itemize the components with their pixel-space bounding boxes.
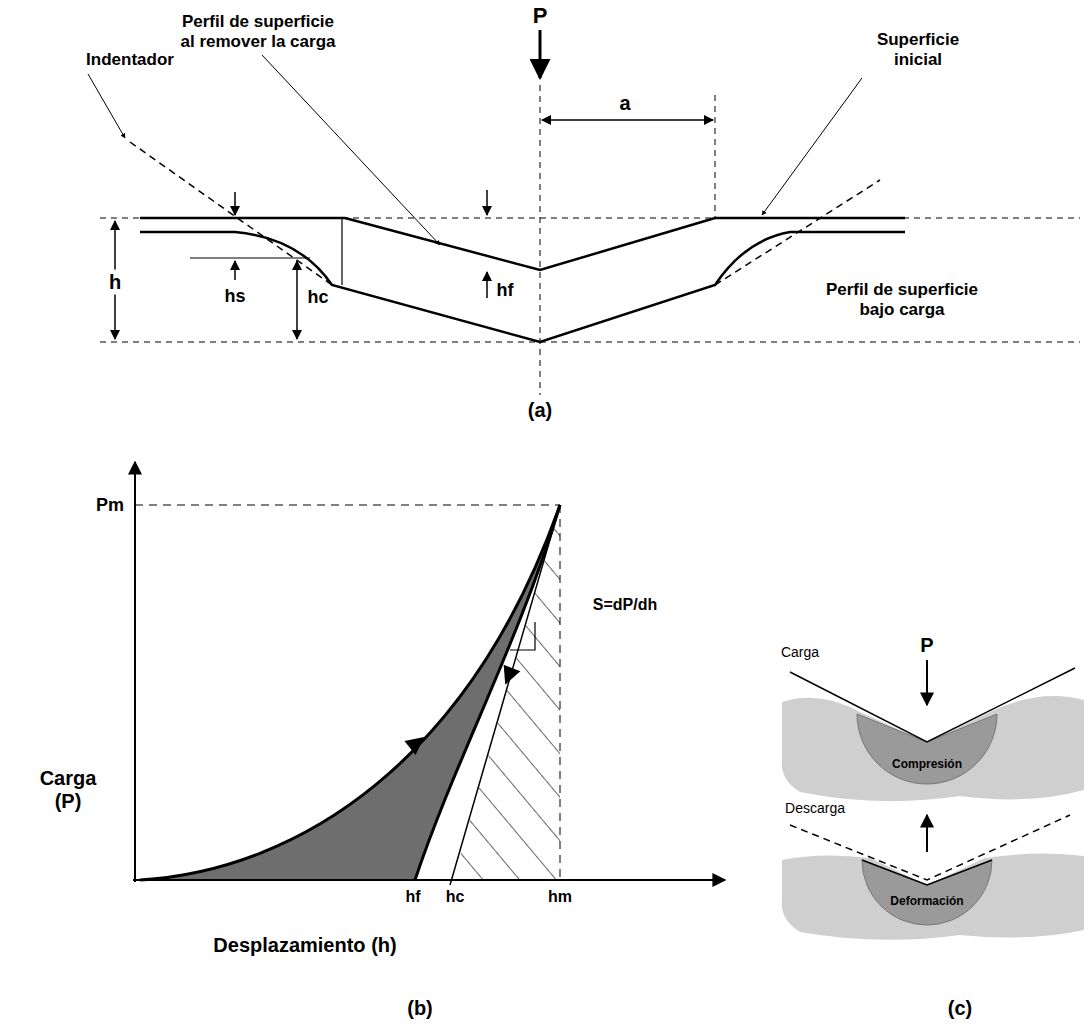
- dimension-arrow: [486, 190, 488, 215]
- label: Deformación: [890, 895, 963, 909]
- label: hf: [405, 888, 420, 906]
- dimension-arrow: [234, 192, 236, 215]
- leader-line: [262, 55, 440, 245]
- indenter-outline: [715, 180, 880, 285]
- label: (b): [407, 997, 433, 1020]
- loading-curve: [140, 505, 560, 880]
- residual-profile: [862, 860, 992, 885]
- contact-line: [341, 218, 342, 285]
- x-axis: [133, 879, 725, 881]
- label: (c): [948, 997, 972, 1020]
- label: hm: [548, 888, 572, 906]
- dimension-arrow: [542, 119, 713, 121]
- residual-profile: [345, 218, 715, 270]
- y-axis: [134, 462, 136, 882]
- tangent-line: [450, 505, 560, 885]
- reference-line: [100, 218, 1080, 219]
- label: Pm: [96, 495, 124, 516]
- label: Superficie inicial: [868, 30, 968, 69]
- panel-c: [782, 660, 1084, 940]
- dimension-arrow: [234, 261, 236, 280]
- reference-line: [560, 505, 561, 880]
- hysteresis-area: [140, 505, 560, 880]
- label: Perfil de superficie al remover la carga: [177, 12, 339, 51]
- label: a: [619, 92, 630, 115]
- axis-line: [540, 85, 541, 395]
- slope-mark: [510, 622, 535, 650]
- label: P: [920, 634, 933, 657]
- label: h: [107, 270, 123, 295]
- unloading-curve: [415, 505, 560, 880]
- label: hc: [446, 888, 465, 906]
- panel-b: [133, 462, 725, 885]
- direction-arrow: [497, 665, 520, 688]
- unload-arrow: [926, 815, 928, 852]
- label: Carga: [781, 644, 819, 660]
- indenter-outline: [790, 815, 1070, 880]
- axis-line: [715, 95, 716, 218]
- label: P: [533, 3, 548, 28]
- load-arrow: [926, 660, 928, 705]
- load-arrow: [539, 30, 542, 78]
- label: Carga (P): [33, 767, 103, 813]
- material-unloaded: [782, 853, 1084, 939]
- label: hc: [307, 287, 328, 308]
- label: Compresión: [892, 758, 962, 772]
- compression-zone: [857, 714, 997, 784]
- panel-a: [88, 30, 1080, 395]
- dimension-arrow: [486, 272, 488, 298]
- initial-surface: [715, 217, 905, 220]
- reference-line: [100, 342, 1080, 343]
- reference-line: [135, 505, 560, 506]
- initial-surface: [140, 217, 345, 220]
- loaded-profile: [140, 232, 905, 342]
- leader-line: [88, 74, 125, 138]
- indenter-outline: [790, 668, 1075, 742]
- indenter-outline: [130, 142, 332, 285]
- dimension-arrow: [296, 261, 298, 339]
- label: hs: [224, 286, 245, 307]
- dimension-line: [190, 257, 310, 258]
- deformation-zone: [862, 860, 992, 925]
- label: Desplazamiento (h): [213, 934, 396, 957]
- label: S=dP/dh: [593, 596, 657, 614]
- direction-arrow: [404, 730, 429, 755]
- label: Perfil de superficie bajo carga: [821, 280, 983, 319]
- label: Descarga: [785, 800, 845, 816]
- label: Indentador: [86, 50, 174, 70]
- label: (a): [528, 399, 552, 422]
- leader-line: [762, 78, 862, 215]
- material-loaded: [782, 696, 1084, 801]
- label: hf: [497, 280, 514, 301]
